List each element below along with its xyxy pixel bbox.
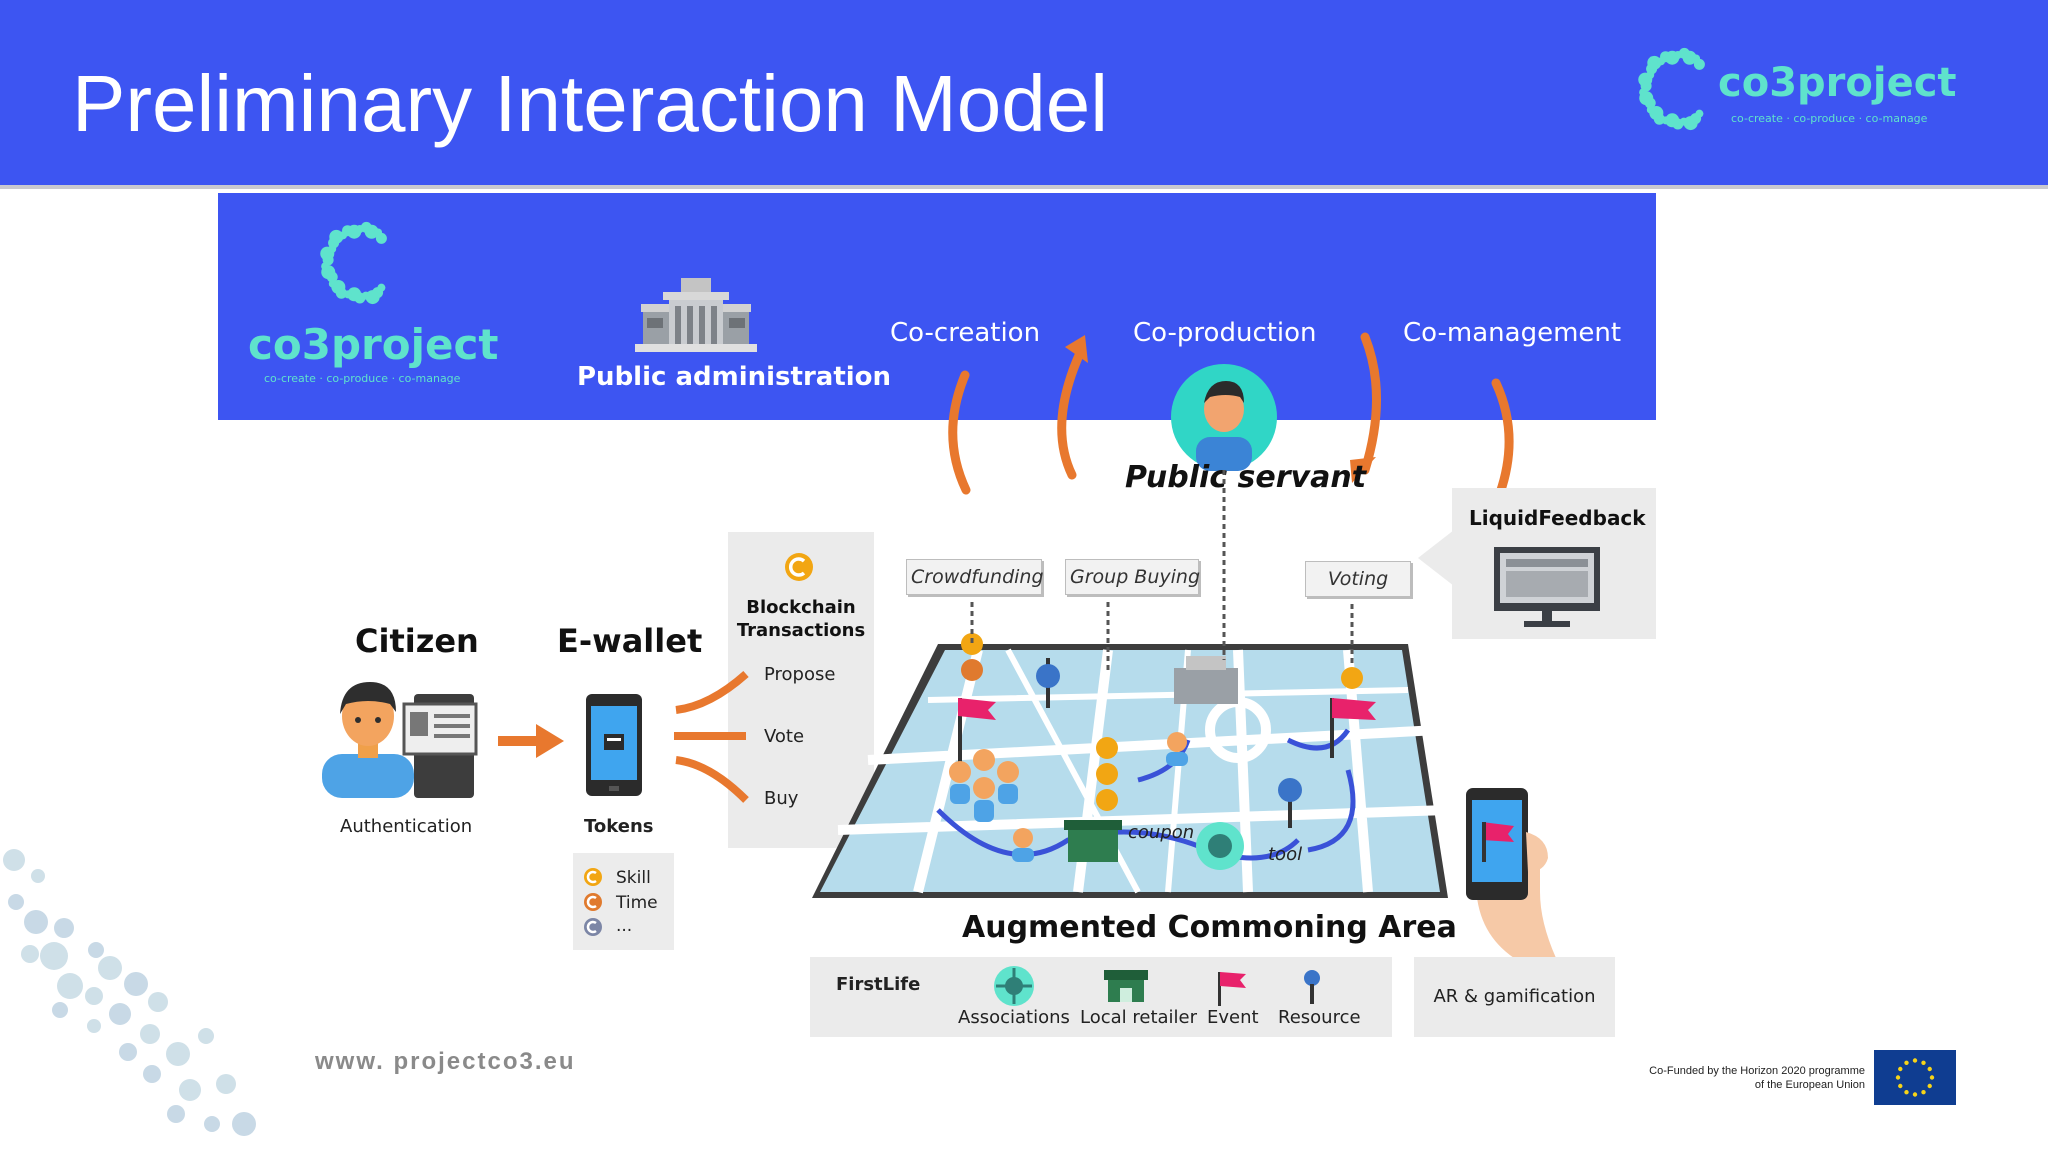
other-token-icon (584, 918, 602, 936)
time-token-icon (584, 893, 602, 911)
map-markers (958, 633, 1376, 870)
header-logo-tagline: co-create · co-produce · co-manage (1731, 112, 1928, 125)
co-production-label: Co-production (1133, 318, 1317, 348)
ar-phone-hand-icon (1466, 788, 1556, 958)
coupon-label: coupon (1128, 822, 1195, 843)
legend-resource: Resource (1278, 1007, 1361, 1028)
citizens-group-icon (949, 749, 1019, 822)
co-creation-label: Co-creation (890, 318, 1041, 348)
tag-connectors (970, 470, 1354, 670)
public-administration-label: Public administration (577, 362, 892, 392)
associations-icon (994, 966, 1034, 1006)
legend-event: Event (1207, 1007, 1259, 1028)
citizen-title: Citizen (355, 622, 479, 660)
token-other: ... (616, 916, 633, 936)
blockchain-title: Blockchain Transactions (736, 597, 866, 641)
action-propose: Propose (764, 664, 836, 685)
citizen-icon (322, 682, 478, 798)
eu-flag-icon (1874, 1050, 1956, 1105)
tag-crowdfunding: Crowdfunding (906, 559, 1044, 595)
token-skill: Skill (616, 868, 651, 888)
firstlife-panel (810, 957, 1392, 1037)
header-logo: co3project co-create · co-produce · co-m… (1634, 44, 1964, 136)
commoning-area-title: Augmented Commoning Area (962, 910, 1457, 945)
event-flag-icon (1218, 972, 1246, 1006)
coin-icon (785, 553, 813, 581)
ewallet-title: E-wallet (557, 622, 703, 660)
public-servant-label: Public servant (1125, 460, 1367, 495)
footer-url: www. projectco3.eu (315, 1048, 576, 1075)
firstlife-label: FirstLife (836, 974, 921, 995)
ar-gamification-panel (1414, 957, 1615, 1037)
public-administration-icon (635, 278, 757, 352)
slide-title: Preliminary Interaction Model (72, 59, 1108, 148)
ar-gamification-label: AR & gamification (1433, 986, 1596, 1007)
tag-group-buying: Group Buying (1065, 559, 1200, 595)
wallet-to-actions-arrows (674, 671, 749, 803)
citizen-to-wallet-arrow (498, 724, 564, 758)
person-marker-icon (1012, 828, 1034, 862)
resource-pin-icon (1304, 970, 1320, 1004)
eu-funding-note: Co-Funded by the Horizon 2020 programme … (1649, 1065, 1865, 1091)
co-management-label: Co-management (1403, 318, 1622, 348)
tool-label: tool (1268, 844, 1303, 865)
stakeholder-band (218, 193, 1656, 420)
smartphone-icon (586, 694, 642, 796)
citizen-caption: Authentication (340, 816, 473, 837)
action-vote: Vote (764, 726, 805, 747)
ewallet-caption: Tokens (584, 816, 654, 837)
local-retailer-icon (1104, 970, 1148, 1002)
panel-pointer (1418, 530, 1454, 586)
action-buy: Buy (764, 788, 799, 809)
monitor-icon (1494, 547, 1600, 627)
liquidfeedback-label: LiquidFeedback (1469, 506, 1646, 530)
legend-associations: Associations (958, 1007, 1070, 1028)
band-logo-tagline: co-create · co-produce · co-manage (264, 372, 461, 385)
skill-token-icon (584, 868, 602, 886)
co3-logo-icon (1638, 47, 1705, 131)
interaction-arrows (948, 332, 1514, 498)
header-bar (0, 0, 2048, 189)
band-logo-wordmark: co3project (248, 320, 499, 369)
band-logo: co3project co-create · co-produce · co-m… (240, 212, 500, 392)
public-servant-avatar (1171, 364, 1277, 471)
header-logo-wordmark: co3project (1718, 60, 1957, 106)
legend-local-retailer: Local retailer (1080, 1007, 1198, 1028)
blockchain-panel (728, 532, 874, 848)
co3-logo-icon (320, 221, 387, 305)
token-time: Time (616, 893, 658, 913)
tag-voting: Voting (1305, 561, 1411, 597)
decorative-dots (3, 849, 256, 1136)
person-marker-icon (1166, 732, 1188, 766)
